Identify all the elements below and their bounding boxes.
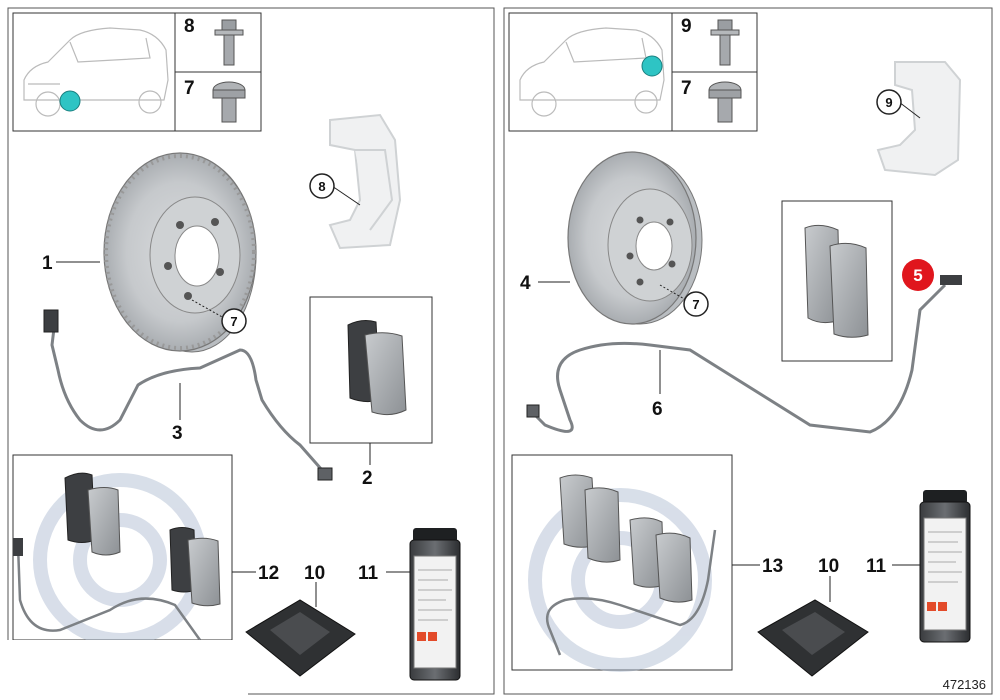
bolt-icon (710, 19, 740, 66)
svg-text:9: 9 (885, 95, 892, 110)
wear-sensor-icon (50, 319, 324, 471)
brake-disc-icon (103, 152, 257, 353)
svg-text:6: 6 (652, 399, 663, 420)
bolt-icon (214, 19, 244, 66)
spray-can-icon (919, 490, 971, 643)
sensor-connector-icon (317, 467, 333, 481)
sensor-plug-icon (43, 309, 59, 333)
brake-kit-box (511, 454, 733, 672)
callout-13: 13 (732, 556, 783, 577)
svg-text:10: 10 (818, 556, 839, 577)
callout-4: 4 (520, 273, 570, 294)
caliper-carrier-icon (876, 61, 962, 177)
svg-text:5: 5 (913, 266, 922, 285)
svg-text:11: 11 (358, 563, 379, 584)
callout-10-right: 10 (818, 556, 839, 602)
svg-text:13: 13 (762, 556, 783, 577)
hub-marker-icon (59, 90, 81, 112)
brake-pads-box (781, 200, 893, 362)
sensor-connector-icon (526, 404, 540, 418)
plug-bolt-icon (708, 81, 742, 123)
right-panel: 9 7 9 (503, 7, 993, 695)
svg-text:2: 2 (362, 468, 373, 489)
svg-text:8: 8 (318, 179, 325, 194)
brake-disc-icon (567, 151, 703, 325)
callout-11-right: 11 (866, 556, 920, 577)
inset-label-7: 7 (681, 78, 692, 99)
caliper-carrier-icon (328, 113, 402, 250)
callout-6: 6 (652, 350, 663, 420)
svg-text:7: 7 (230, 314, 237, 329)
callout-12: 12 (232, 563, 279, 584)
brake-pads-box (309, 296, 433, 444)
car-icon (519, 27, 665, 117)
brake-kit-box (12, 454, 233, 647)
highlight-badge: 5 (902, 259, 934, 291)
svg-text:7: 7 (692, 297, 699, 312)
callout-2: 2 (362, 443, 373, 489)
sensor-plug-icon (940, 275, 962, 285)
hub-marker-icon (641, 55, 663, 77)
callout-10-left: 10 (304, 563, 325, 607)
callout-7-circled-left: 7 (191, 299, 247, 334)
paste-sachet-icon (245, 599, 356, 677)
inset-label-7: 7 (184, 78, 195, 99)
callout-7-circled-right: 7 (659, 284, 709, 317)
right-inset: 9 7 (508, 12, 758, 132)
diagram-id: 472136 (943, 677, 986, 692)
svg-text:10: 10 (304, 563, 325, 584)
svg-text:3: 3 (172, 423, 183, 444)
callout-1: 1 (42, 253, 100, 274)
svg-text:4: 4 (520, 273, 531, 294)
svg-text:12: 12 (258, 563, 279, 584)
car-icon (23, 27, 169, 117)
paste-sachet-icon (757, 599, 869, 677)
wear-sensor-icon (528, 283, 947, 434)
callout-3: 3 (172, 383, 183, 444)
left-panel: 8 7 8 (7, 7, 495, 695)
left-inset: 8 7 (12, 12, 262, 132)
callout-8-circled: 8 (309, 173, 361, 206)
svg-text:11: 11 (866, 556, 887, 577)
callout-9-circled: 9 (876, 89, 921, 119)
inset-label-9: 9 (681, 16, 692, 37)
callout-11-left: 11 (358, 563, 410, 584)
svg-text:1: 1 (42, 253, 53, 274)
inset-label-8: 8 (184, 16, 195, 37)
plug-bolt-icon (212, 81, 246, 123)
spray-can-icon (409, 528, 461, 681)
